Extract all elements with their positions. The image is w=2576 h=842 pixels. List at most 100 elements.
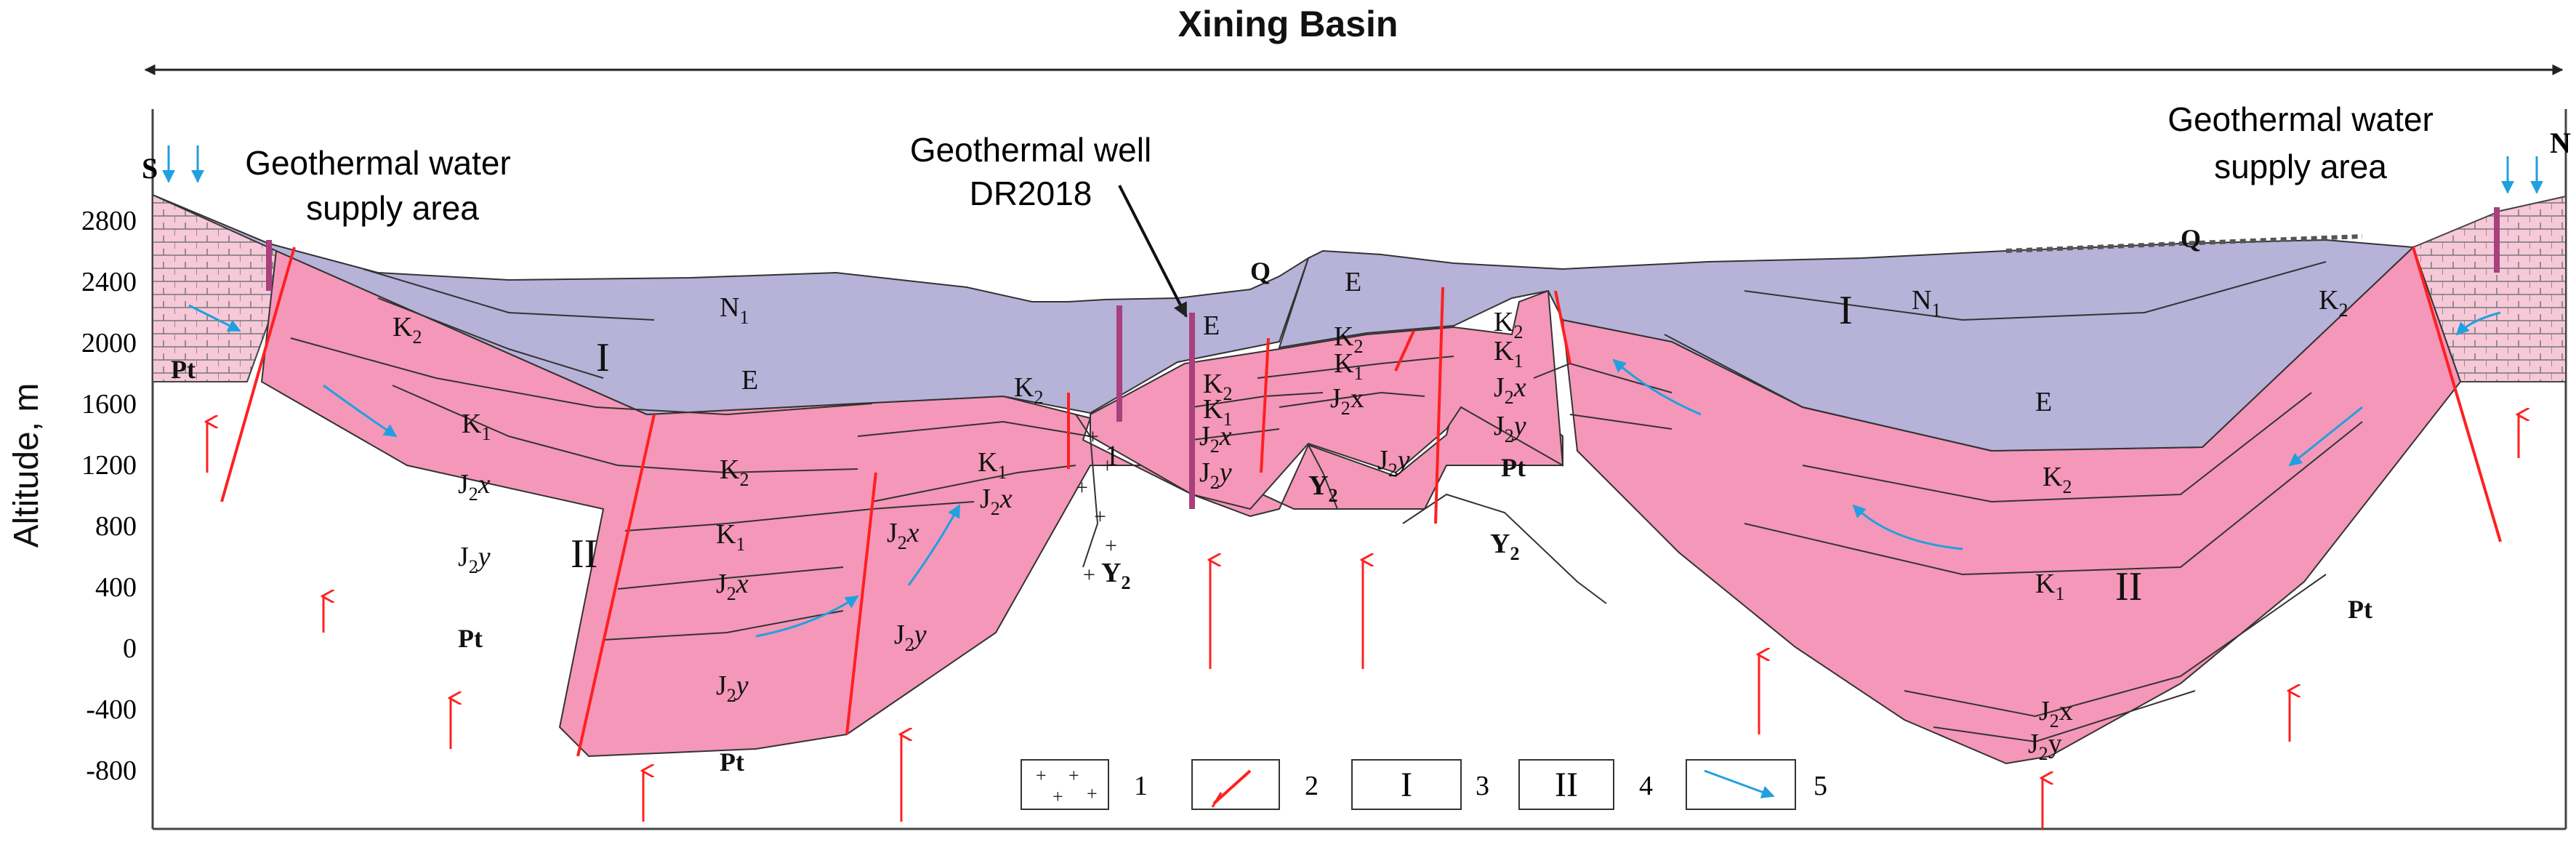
south-label: S xyxy=(142,152,158,185)
label-J2x: J2x xyxy=(1494,372,1526,408)
supply-area-right-line1: Geothermal water xyxy=(2168,100,2434,138)
fault xyxy=(1394,330,1415,372)
well-pointer xyxy=(1118,185,1188,318)
wells xyxy=(266,207,2500,509)
fault xyxy=(2412,246,2502,542)
legend-fault-icon xyxy=(1211,769,1252,808)
svg-text:+: + xyxy=(1036,765,1047,786)
label-J2y: J2y xyxy=(1377,445,1410,481)
label-K1: K1 xyxy=(716,519,745,555)
y-tick: 1600 xyxy=(81,389,137,420)
label-Q: Q xyxy=(2181,224,2201,253)
label-Pt: Pt xyxy=(720,747,744,777)
y-tick: 400 xyxy=(95,572,137,603)
heat-flow-arrows xyxy=(207,414,2519,829)
reservoir-label-II: II xyxy=(571,532,597,577)
reservoir-label-I: I xyxy=(596,335,610,380)
label-K2: K2 xyxy=(1334,321,1363,357)
fault xyxy=(1554,290,1571,364)
label-J2y: J2y xyxy=(2028,729,2062,764)
label-K1: K1 xyxy=(462,409,491,444)
legend-num-3: 3 xyxy=(1476,771,1489,801)
reservoir-label-II: II xyxy=(2115,564,2142,609)
label-E: E xyxy=(1345,267,1361,297)
label-Pt: Pt xyxy=(1501,453,1526,482)
label-Pt: Pt xyxy=(171,355,196,384)
label-K2: K2 xyxy=(1203,369,1232,404)
supply-area-left-line2: supply area xyxy=(306,189,479,227)
y-tick: 1200 xyxy=(81,450,137,481)
label-N1: N1 xyxy=(720,292,749,328)
label-Y2: Y2 xyxy=(1490,529,1519,564)
label-J2x: J2x xyxy=(887,518,919,553)
y-tick: 2000 xyxy=(81,328,137,358)
legend-box-1 xyxy=(1021,759,1109,810)
label-1: 1 xyxy=(1105,439,1119,472)
legend-crosses-icon: ++++ xyxy=(1036,765,1098,807)
label-N1: N1 xyxy=(1912,285,1941,321)
y-tick: -400 xyxy=(86,694,137,725)
svg-text:+: + xyxy=(1087,425,1099,449)
label-E: E xyxy=(1203,310,1220,341)
reservoir-I-east xyxy=(1278,238,2415,452)
label-K1: K1 xyxy=(978,447,1007,483)
legend-symbol-I: I xyxy=(1401,766,1412,804)
label-K1: K1 xyxy=(1334,348,1363,384)
svg-text:+: + xyxy=(1083,563,1095,587)
label-J2y: J2y xyxy=(894,620,927,655)
svg-text:+: + xyxy=(1076,476,1088,500)
y-axis-label: Altitude, m xyxy=(7,383,46,548)
fault xyxy=(576,414,656,757)
well-label-line1: Geothermal well xyxy=(910,131,1151,169)
label-K1: K1 xyxy=(1203,394,1232,430)
legend-box-3 xyxy=(1351,759,1462,810)
fault xyxy=(1434,286,1444,524)
label-Y2: Y2 xyxy=(1308,470,1337,506)
label-E: E xyxy=(2035,387,2052,417)
label-Y2: Y2 xyxy=(1101,558,1130,593)
label-J2y: J2y xyxy=(1494,411,1526,446)
label-K2: K2 xyxy=(2042,462,2072,497)
label-K2: K2 xyxy=(1014,372,1043,408)
label-E: E xyxy=(741,365,758,396)
svg-text:+: + xyxy=(1068,765,1079,786)
faults xyxy=(220,246,2502,757)
legend-box-4 xyxy=(1518,759,1614,810)
reservoir-II-west xyxy=(260,249,1563,758)
legend-flow-arrow-icon xyxy=(1704,769,1775,798)
y-axis: Altitude, m 2800 2400 2000 1600 1200 800… xyxy=(7,206,137,786)
label-K1: K1 xyxy=(1494,336,1523,372)
stratum-labels: Q Q N1 N1 E E E E I I II II K2 K2 K2 K2 … xyxy=(171,224,2372,777)
legend-num-5: 5 xyxy=(1814,771,1827,801)
legend-num-4: 4 xyxy=(1639,771,1653,801)
label-J2x: J2x xyxy=(716,569,749,604)
label-K2: K2 xyxy=(720,454,749,490)
label-K1: K1 xyxy=(2035,569,2064,604)
label-J2x: J2x xyxy=(2039,696,2073,731)
north-label: N xyxy=(2550,127,2571,159)
label-J2x: J2x xyxy=(458,469,491,505)
y-tick: -800 xyxy=(86,755,137,786)
label-Pt: Pt xyxy=(458,624,483,653)
well-label-line2: DR2018 xyxy=(970,175,1092,212)
basement-lines xyxy=(1075,414,1607,604)
label-K2: K2 xyxy=(393,312,422,348)
y-tick: 2400 xyxy=(81,267,137,297)
y-tick: 2800 xyxy=(81,206,137,236)
label-J2y: J2y xyxy=(458,542,491,577)
quaternary-cover xyxy=(2005,234,2363,253)
legend-num-2: 2 xyxy=(1305,771,1319,801)
y-tick: 0 xyxy=(123,633,137,664)
y-tick: 800 xyxy=(95,511,137,542)
legend-symbol-II: II xyxy=(1555,766,1578,804)
label-Q: Q xyxy=(1250,257,1271,286)
reservoir-I-west xyxy=(152,194,1310,416)
label-J2x: J2x xyxy=(1330,383,1364,419)
formation-boundaries xyxy=(290,261,2363,743)
fault xyxy=(845,472,877,735)
label-J2y: J2y xyxy=(716,670,749,706)
svg-text:+: + xyxy=(1087,783,1098,804)
svg-text:+: + xyxy=(1101,454,1114,478)
diagram-title: Xining Basin xyxy=(1178,4,1398,44)
